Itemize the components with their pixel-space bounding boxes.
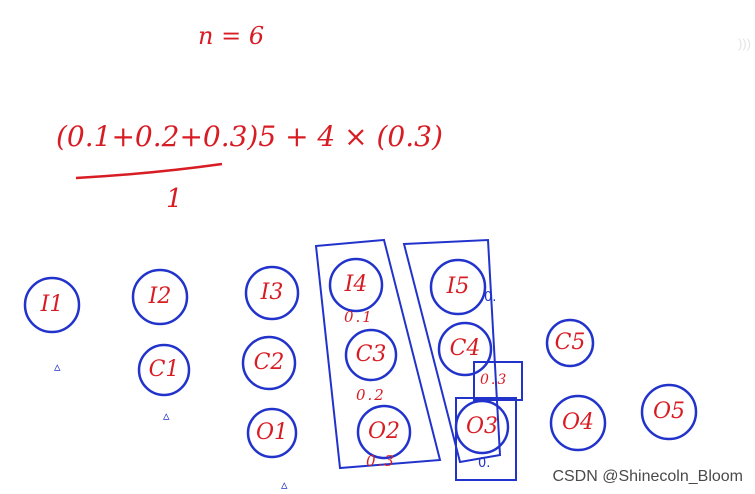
node-o5-circle <box>640 383 698 441</box>
group-box-right <box>402 238 502 464</box>
node-c4-circle <box>437 321 493 377</box>
node-c4-label: C4 <box>449 336 481 361</box>
node-o4-circle <box>549 394 607 452</box>
node-i1-label: I1 <box>40 292 64 317</box>
node-i2-circle <box>131 268 189 326</box>
node-c2-circle <box>241 335 297 391</box>
note-o2-weight: 0.3 <box>366 452 396 470</box>
node-o1-circle <box>246 407 298 459</box>
node-o4-label: O4 <box>561 410 595 435</box>
group-box-left <box>314 238 442 470</box>
node-c3-circle <box>344 328 398 382</box>
node-o3-circle <box>454 399 510 455</box>
triangle-mark-2: ▵ <box>163 409 170 424</box>
node-i3-label: I3 <box>260 280 284 305</box>
c4-sub-box <box>473 361 523 401</box>
node-i4-label: I4 <box>344 272 368 297</box>
triangle-mark-1: ▵ <box>54 360 61 375</box>
o3-sub-box <box>455 397 517 481</box>
node-c5-circle <box>545 318 595 368</box>
mark-i5-side: 0. <box>484 290 497 305</box>
node-o5-label: O5 <box>652 399 686 424</box>
triangle-mark-3: ▵ <box>281 478 288 493</box>
node-c1-circle <box>137 343 191 397</box>
node-i1-circle <box>23 276 81 334</box>
node-c2-label: C2 <box>253 350 285 375</box>
node-i5-label: I5 <box>446 274 470 299</box>
n-equation: n = 6 <box>198 22 265 50</box>
node-i3-circle <box>244 265 300 321</box>
formula-numerator: (0.1+0.2+0.3)5 + 4 × (0.3) <box>56 120 443 153</box>
node-o3-label: O3 <box>465 414 499 439</box>
note-i4-weight: 0.1 <box>344 308 374 326</box>
csdn-watermark: CSDN @Shinecoln_Bloom <box>548 466 747 488</box>
note-c3-weight: 0.2 <box>356 386 386 404</box>
node-c1-label: C1 <box>148 357 180 382</box>
node-c5-label: C5 <box>554 330 586 355</box>
node-i2-label: I2 <box>148 284 172 309</box>
mark-o3-below: 0. <box>478 456 491 471</box>
node-o2-circle <box>356 404 412 460</box>
node-o2-label: O2 <box>367 419 401 444</box>
note-c4-box-weight: 0.3 <box>480 372 509 388</box>
formula-denominator: 1 <box>166 184 183 214</box>
corner-watermark: ))) <box>738 36 751 51</box>
node-o1-label: O1 <box>255 420 289 445</box>
node-c3-label: C3 <box>355 342 387 367</box>
fraction-bar <box>75 162 223 180</box>
node-i4-circle <box>328 257 384 313</box>
node-i5-circle <box>429 258 487 316</box>
